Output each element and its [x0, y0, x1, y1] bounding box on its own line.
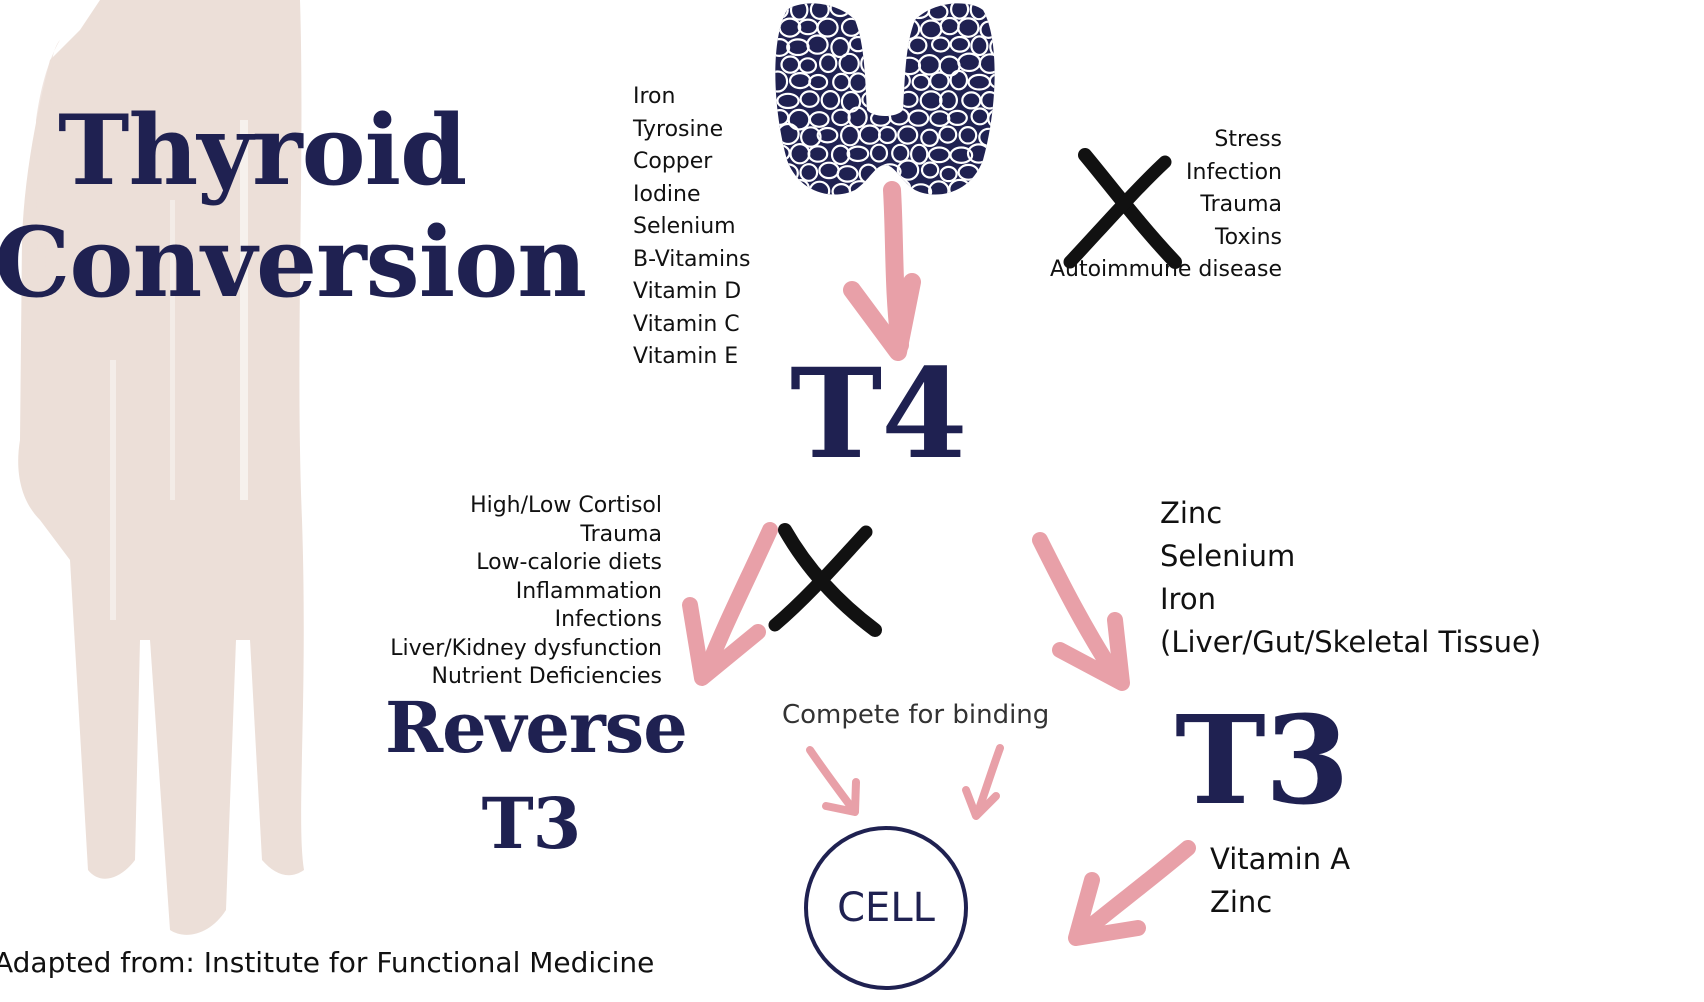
- list-item: Infection: [1186, 159, 1282, 185]
- list-item: Stress: [1214, 127, 1282, 152]
- list-item: Inflammation: [515, 578, 662, 604]
- title-line-2: Conversion: [0, 206, 587, 319]
- compete-for-binding-label: Compete for binding: [782, 700, 1050, 730]
- list-item: Vitamin D: [633, 279, 742, 304]
- source-citation: Adapted from: Institute for Functional M…: [0, 946, 655, 979]
- reverse-t3-line-1: Reverse: [385, 686, 688, 769]
- list-item: Iron: [1160, 582, 1216, 616]
- list-item: Iodine: [633, 181, 701, 207]
- t3-nutrient-list: Zinc Selenium Iron (Liver/Gut/Skeletal T…: [1160, 492, 1541, 664]
- cell-circle: CELL: [804, 826, 968, 990]
- list-item: Low-calorie diets: [476, 550, 662, 575]
- t4-inhibitor-list: Stress Infection Trauma Toxins Autoimmun…: [1020, 124, 1282, 287]
- list-item: (Liver/Gut/Skeletal Tissue): [1160, 625, 1542, 659]
- list-item: Vitamin C: [633, 311, 740, 337]
- list-item: B-Vitamins: [633, 246, 751, 272]
- list-item: Infections: [554, 607, 662, 632]
- list-item: High/Low Cortisol: [470, 493, 662, 518]
- rt3-cause-list: High/Low Cortisol Trauma Low-calorie die…: [340, 492, 662, 692]
- list-item: Tyrosine: [633, 116, 724, 142]
- list-item: Trauma: [580, 521, 662, 547]
- t4-nutrient-list: Iron Tyrosine Copper Iodine Selenium B-V…: [633, 81, 750, 374]
- list-item: Selenium: [1160, 539, 1296, 573]
- list-item: Vitamin E: [633, 344, 739, 369]
- list-item: Zinc: [1210, 885, 1273, 919]
- reverse-t3-line-2: T3: [481, 782, 582, 865]
- list-item: Copper: [633, 149, 713, 174]
- page-title: Thyroid Conversion: [0, 94, 587, 319]
- list-item: Zinc: [1160, 496, 1223, 530]
- list-item: Vitamin A: [1210, 842, 1351, 876]
- t4-label: T4: [790, 342, 968, 487]
- list-item: Iron: [633, 84, 676, 109]
- reverse-t3-label: Reverse T3: [385, 680, 688, 872]
- thyroid-gland-icon: [775, 3, 995, 195]
- list-item: Trauma: [1200, 192, 1282, 217]
- list-item: Nutrient Deficiencies: [431, 664, 662, 689]
- list-item: Selenium: [633, 214, 736, 239]
- list-item: Autoimmune disease: [1049, 257, 1282, 282]
- cell-label: CELL: [837, 885, 935, 931]
- title-line-1: Thyroid: [58, 94, 467, 207]
- cell-nutrient-list: Vitamin A Zinc: [1210, 838, 1350, 924]
- list-item: Liver/Kidney dysfunction: [390, 635, 662, 661]
- t3-label: T3: [1175, 688, 1350, 832]
- list-item: Toxins: [1214, 224, 1282, 250]
